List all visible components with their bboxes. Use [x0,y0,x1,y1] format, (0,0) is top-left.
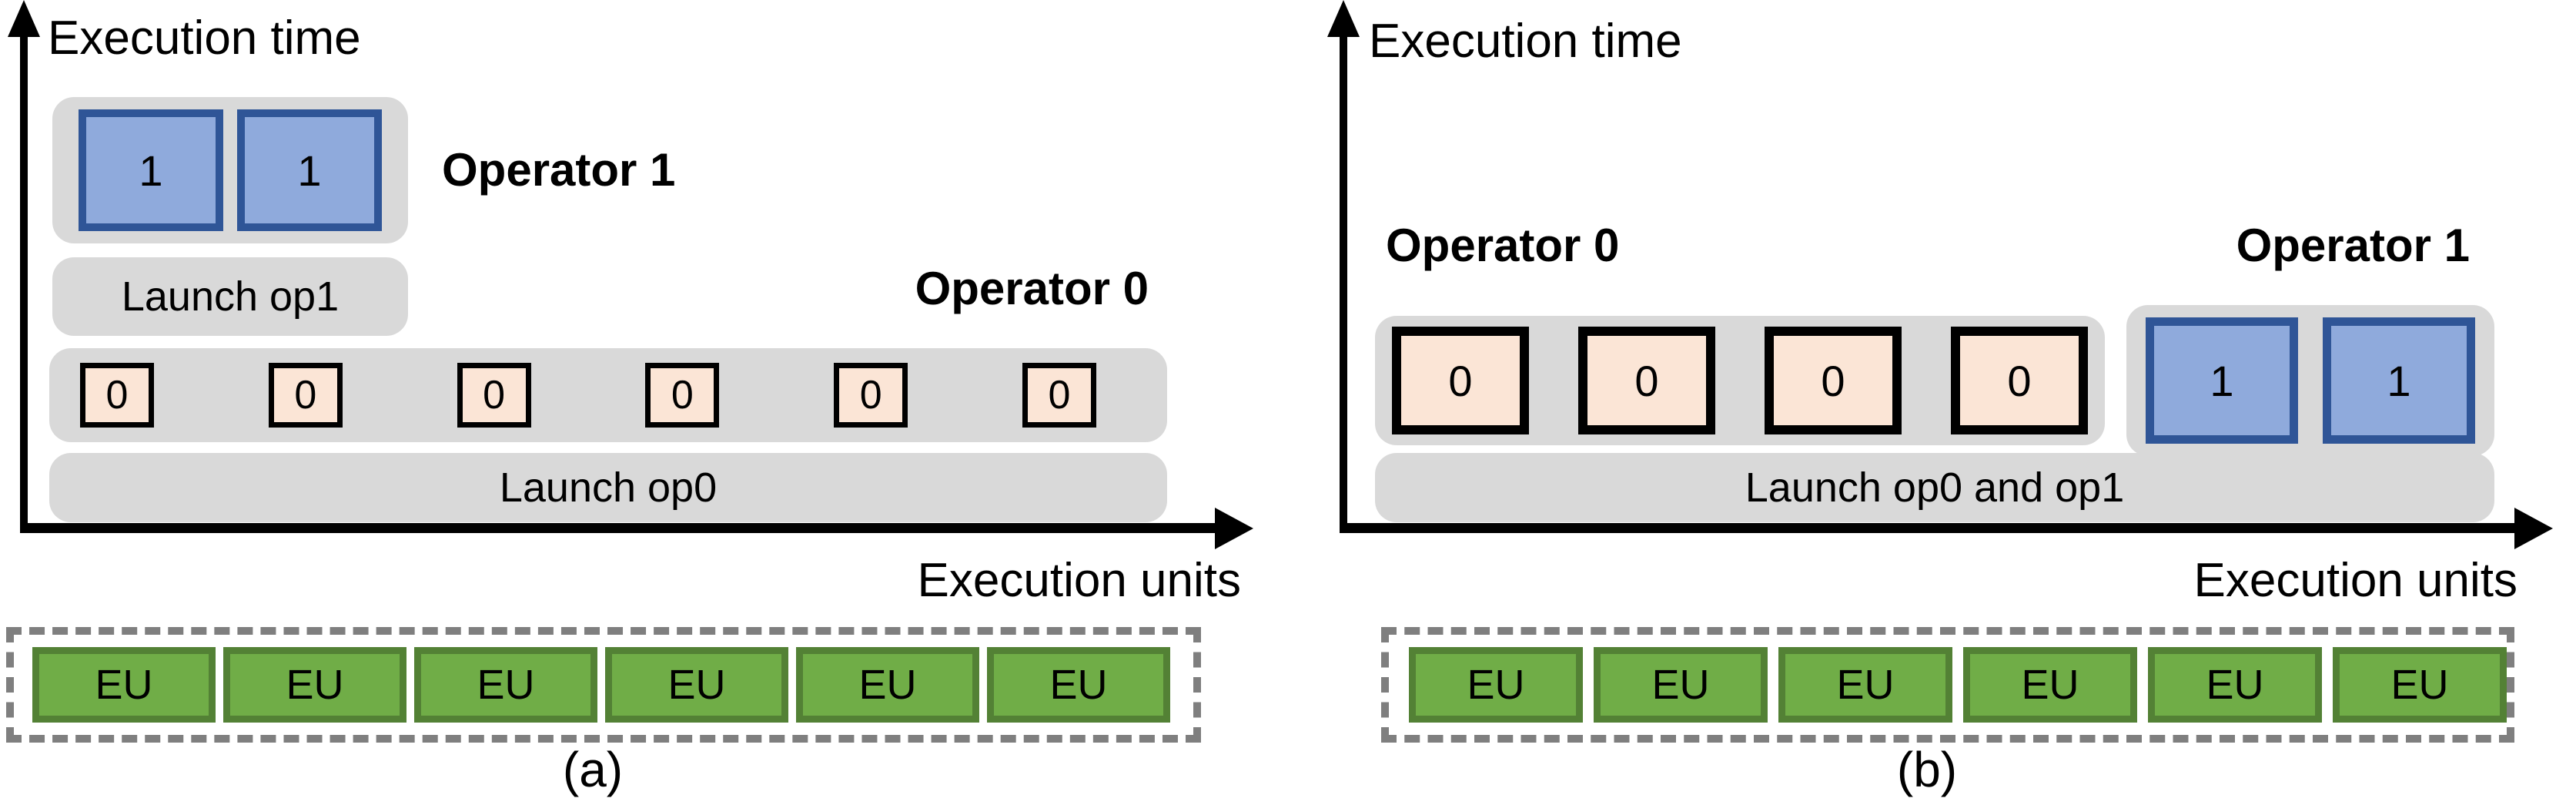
operator1-label: Operator 1 [442,144,676,196]
op0-task-box: 0 [80,363,154,428]
y-axis-label: Execution time [48,12,361,65]
op0-task-box: 0 [645,363,720,428]
op0-task-box: 0 [1578,327,1715,434]
x-axis-arrowhead [2514,508,2553,549]
operator1-label: Operator 1 [2236,220,2470,271]
panel-b: Execution time Operator 0 Operator 1 0 0… [1288,0,2576,805]
eu-box: EU [796,647,979,723]
operator0-task-group: 0 0 0 0 0 0 [49,348,1167,442]
op0-task-box: 0 [268,363,343,428]
operator1-task-group: 1 1 [2126,305,2494,456]
y-axis [1340,31,1347,533]
x-axis-label: Execution units [2193,554,2517,607]
execution-units-hardware: EU EU EU EU EU EU [6,627,1201,743]
eu-box: EU [1409,647,1583,723]
eu-box: EU [223,647,406,723]
eu-box: EU [2333,647,2507,723]
panel-a: Execution time 1 1 Operator 1 Launch op1… [6,0,1253,797]
op0-task-box: 0 [1765,327,1902,434]
eu-box: EU [2148,647,2322,723]
op0-task-box: 0 [457,363,531,428]
op1-task-box: 1 [2323,317,2475,444]
eu-box: EU [1778,647,1952,723]
y-axis-label: Execution time [1369,15,1682,68]
op1-task-box: 1 [2146,317,2298,444]
panel-b-caption: (b) [1896,742,1958,797]
op0-task-box: 0 [834,363,908,428]
execution-units-hardware: EU EU EU EU EU EU [1381,627,2514,743]
eu-box: EU [414,647,597,723]
operator0-label: Operator 0 [1386,220,1620,271]
x-axis-arrowhead [1215,508,1253,549]
eu-box: EU [1963,647,2137,723]
op1-task-box: 1 [79,109,223,231]
operator1-task-group: 1 1 [52,97,408,243]
y-axis [20,31,28,533]
panel-a-caption: (a) [562,742,624,797]
eu-box: EU [32,647,216,723]
operator0-task-group: 0 0 0 0 [1375,316,2105,445]
op0-task-box: 0 [1392,327,1529,434]
x-axis [1340,523,2517,533]
launch-op0-bar: Launch op0 [49,453,1167,522]
eu-box: EU [605,647,788,723]
op0-task-box: 0 [1022,363,1096,428]
x-axis [20,523,1218,533]
launch-op1-bar: Launch op1 [52,257,408,336]
x-axis-label: Execution units [917,554,1241,607]
eu-box: EU [1594,647,1768,723]
eu-box: EU [987,647,1170,723]
op0-task-box: 0 [1951,327,2088,434]
launch-op0-op1-bar: Launch op0 and op1 [1375,453,2494,522]
operator0-label: Operator 0 [915,263,1149,314]
op1-task-box: 1 [237,109,382,231]
